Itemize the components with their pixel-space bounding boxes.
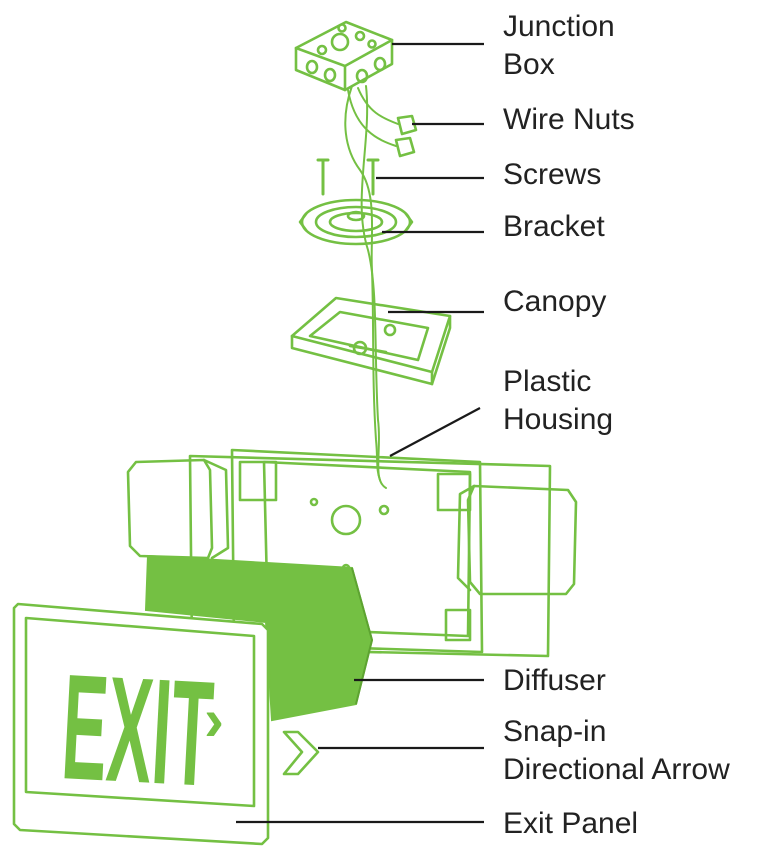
labels: Junction Box Wire Nuts Screws Bracket Ca… — [503, 10, 730, 840]
label-junction-box: Junction Box — [503, 10, 623, 81]
label-exit-panel: Exit Panel — [503, 807, 638, 840]
exit-sign-text: EXIT — [58, 642, 217, 818]
bracket-icon — [298, 198, 414, 246]
label-canopy: Canopy — [503, 285, 606, 318]
label-plastic-housing: Plastic Housing — [503, 365, 613, 436]
diffuser-icon — [144, 554, 374, 722]
label-diffuser: Diffuser — [503, 664, 606, 697]
label-wire-nuts: Wire Nuts — [503, 103, 635, 136]
label-snap-in-arrow: Snap-in Directional Arrow — [503, 715, 730, 786]
wire-nut-icon — [394, 114, 418, 158]
exit-panel-icon: EXIT › — [12, 602, 270, 846]
chevron-right-icon — [282, 730, 320, 776]
label-screws: Screws — [503, 158, 601, 191]
wire-bundle — [344, 85, 399, 489]
screw-icon — [316, 158, 380, 196]
junction-box-icon — [294, 20, 394, 92]
lamp-head-icon — [126, 458, 578, 596]
label-bracket: Bracket — [503, 210, 605, 243]
canopy-icon — [290, 296, 452, 386]
leader-lines — [236, 42, 484, 824]
exit-panel-arrow: › — [204, 686, 224, 753]
